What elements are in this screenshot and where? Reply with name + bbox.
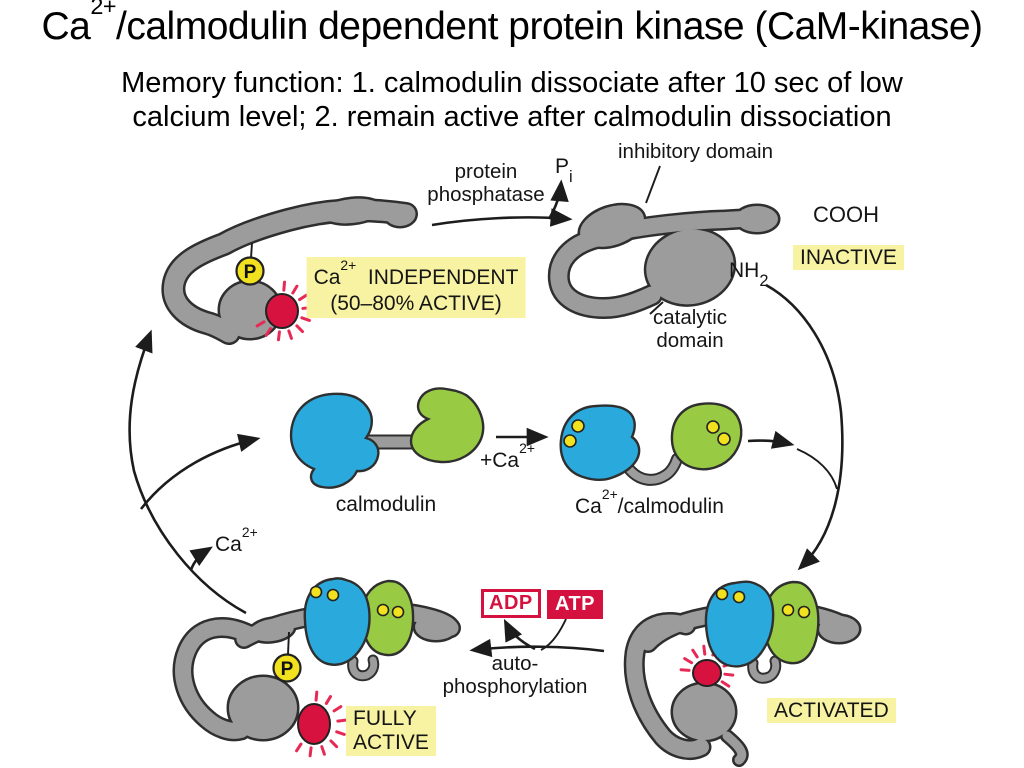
calmodulin-free <box>289 387 485 489</box>
protein-phosphatase-arrow <box>431 208 573 227</box>
autophosphorylation-arrow <box>469 638 605 658</box>
catalytic-domain-label: catalytic domain <box>652 306 728 352</box>
kinase-activated <box>634 580 859 760</box>
ca-release-label: Ca2+ <box>215 523 258 556</box>
kinase-ca-independent: P <box>173 196 415 340</box>
phosphate-letter: P <box>281 659 294 680</box>
inhibitory-domain-pointer <box>645 165 661 204</box>
catalytic-domain-pointer <box>649 301 664 315</box>
active-site-burst <box>255 280 313 342</box>
active-site-burst <box>295 690 348 758</box>
active-site <box>692 659 722 687</box>
binding-arrow-tail <box>796 448 838 490</box>
cooh-label: COOH <box>813 202 879 227</box>
ca-ion-dot <box>309 585 323 599</box>
ca-ion-dot <box>376 603 390 617</box>
bound-blue-lobe <box>704 580 775 668</box>
ca-ion-dot <box>732 590 746 604</box>
ca-independent-badge: Ca2+ INDEPENDENT (50–80% ACTIVE) <box>306 257 526 318</box>
ca-ion-dot <box>781 603 795 617</box>
fully-active-to-independent-arrow <box>128 329 247 615</box>
ca-ion-dot <box>706 420 720 434</box>
atp-badge: ATP <box>547 590 604 619</box>
calmodulin-release-arrow <box>139 433 261 510</box>
plus-ca-label: +Ca2+ <box>480 439 535 472</box>
active-site <box>265 293 299 329</box>
kinase-inactive <box>559 198 778 313</box>
ca-calmodulin-binding-arrow <box>747 430 795 449</box>
kinase-fully-active: P <box>183 577 457 758</box>
inhibitory-domain-label: inhibitory domain <box>618 140 773 163</box>
ca-release-arrow <box>189 546 213 571</box>
cycle-arrows <box>128 165 844 658</box>
inactive-to-activated-arrow <box>765 283 844 571</box>
activated-badge: ACTIVATED <box>767 698 896 723</box>
atp-in-line <box>540 618 567 651</box>
adp-badge: ADP <box>481 589 541 618</box>
calmodulin-ca-bound <box>559 402 743 479</box>
phosphate-letter: P <box>244 262 257 283</box>
ca-ion-dot <box>797 605 811 619</box>
nh2-label: NH2 <box>729 259 769 290</box>
calmodulin-green-lobe <box>409 387 485 464</box>
calmodulin-blue-lobe <box>289 392 380 489</box>
page-title: Ca2+/calmodulin dependent protein kinase… <box>41 0 983 48</box>
calmodulin-label: calmodulin <box>335 493 437 516</box>
ca-calmodulin-green-lobe <box>670 402 743 471</box>
ca-ion-dot <box>563 434 577 448</box>
adp-out-arrow <box>503 618 536 651</box>
phosphate-badge <box>235 256 265 286</box>
autophosphorylation-label: auto- phosphorylation <box>442 652 588 698</box>
protein-phosphatase-label: protein phosphatase <box>427 160 545 206</box>
ca-ion-dot <box>391 605 405 619</box>
pi-label: Pi <box>555 155 573 186</box>
ca-calmodulin-label: Ca2+/calmodulin <box>575 485 724 518</box>
inactive-badge: INACTIVE <box>793 245 904 270</box>
bound-blue-lobe <box>303 577 371 666</box>
slide-subtitle: Memory function: 1. calmodulin dissociat… <box>121 67 903 133</box>
fully-active-badge: FULLY ACTIVE <box>346 706 436 756</box>
active-site <box>297 703 331 745</box>
phosphate-badge <box>272 653 302 683</box>
ca-ion-dot <box>571 419 585 433</box>
ca-ion-dot <box>326 588 340 602</box>
ca-ion-dot <box>715 587 729 601</box>
ca-ion-dot <box>717 432 731 446</box>
pi-release-arrow <box>547 179 569 220</box>
